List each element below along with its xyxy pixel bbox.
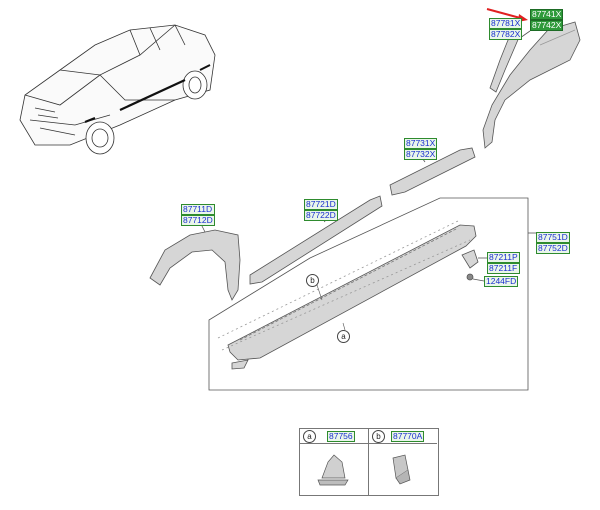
part-label-87712d[interactable]: 87712D [181, 215, 215, 226]
part-label-87711d[interactable]: 87711D [181, 204, 215, 215]
rear-wheel-arch-parts [482, 21, 581, 149]
part-label-87731x[interactable]: 87731X [404, 138, 438, 149]
legend-cell-a: a 87756 [300, 429, 369, 495]
label-group-door-lower: 87721D 87722D [304, 199, 338, 221]
part-label-87742x[interactable]: 87742X [530, 20, 564, 31]
part-label-87770a[interactable]: 87770A [391, 431, 425, 442]
clip-and-screw [461, 249, 487, 282]
car-illustration [19, 24, 216, 155]
side-sill-group-box [208, 197, 536, 391]
part-label-87741x[interactable]: 87741X [530, 9, 564, 20]
part-label-87722d[interactable]: 87722D [304, 210, 338, 221]
part-label-87211p[interactable]: 87211P [487, 252, 520, 263]
callout-b: b [306, 274, 319, 287]
legend-letter-b: b [372, 430, 385, 443]
part-label-87721d[interactable]: 87721D [304, 199, 338, 210]
legend-letter-a: a [303, 430, 316, 443]
part-label-87751d[interactable]: 87751D [536, 232, 570, 243]
side-sill-molding [217, 219, 477, 370]
label-group-rear-arch: 87741X 87742X [530, 9, 564, 31]
label-group-door-upper: 87731X 87732X [404, 138, 438, 160]
legend-cell-b: b 87770A [369, 429, 437, 495]
part-label-87781x[interactable]: 87781X [489, 18, 523, 29]
part-label-87782x[interactable]: 87782X [489, 29, 523, 40]
part-label-1244fd[interactable]: 1244FD [484, 276, 519, 287]
legend-head-a: a 87756 [300, 429, 368, 444]
label-group-fender: 87711D 87712D [181, 204, 215, 226]
legend-icons [317, 454, 411, 486]
part-label-87752d[interactable]: 87752D [536, 243, 570, 254]
callout-leaders [316, 284, 346, 331]
label-group-rear-arch-small: 87781X 87782X [489, 18, 523, 40]
part-label-87211f[interactable]: 87211F [487, 263, 520, 274]
part-label-87732x[interactable]: 87732X [404, 149, 438, 160]
label-group-clip: 87211P 87211F [487, 252, 520, 274]
callout-a: a [337, 330, 350, 343]
legend-head-b: b 87770A [369, 429, 437, 444]
front-fender-molding [149, 221, 241, 301]
fastener-legend: a 87756 b 87770A [299, 428, 439, 496]
label-group-side-sill: 87751D 87752D [536, 232, 570, 254]
part-label-87756[interactable]: 87756 [327, 431, 355, 442]
